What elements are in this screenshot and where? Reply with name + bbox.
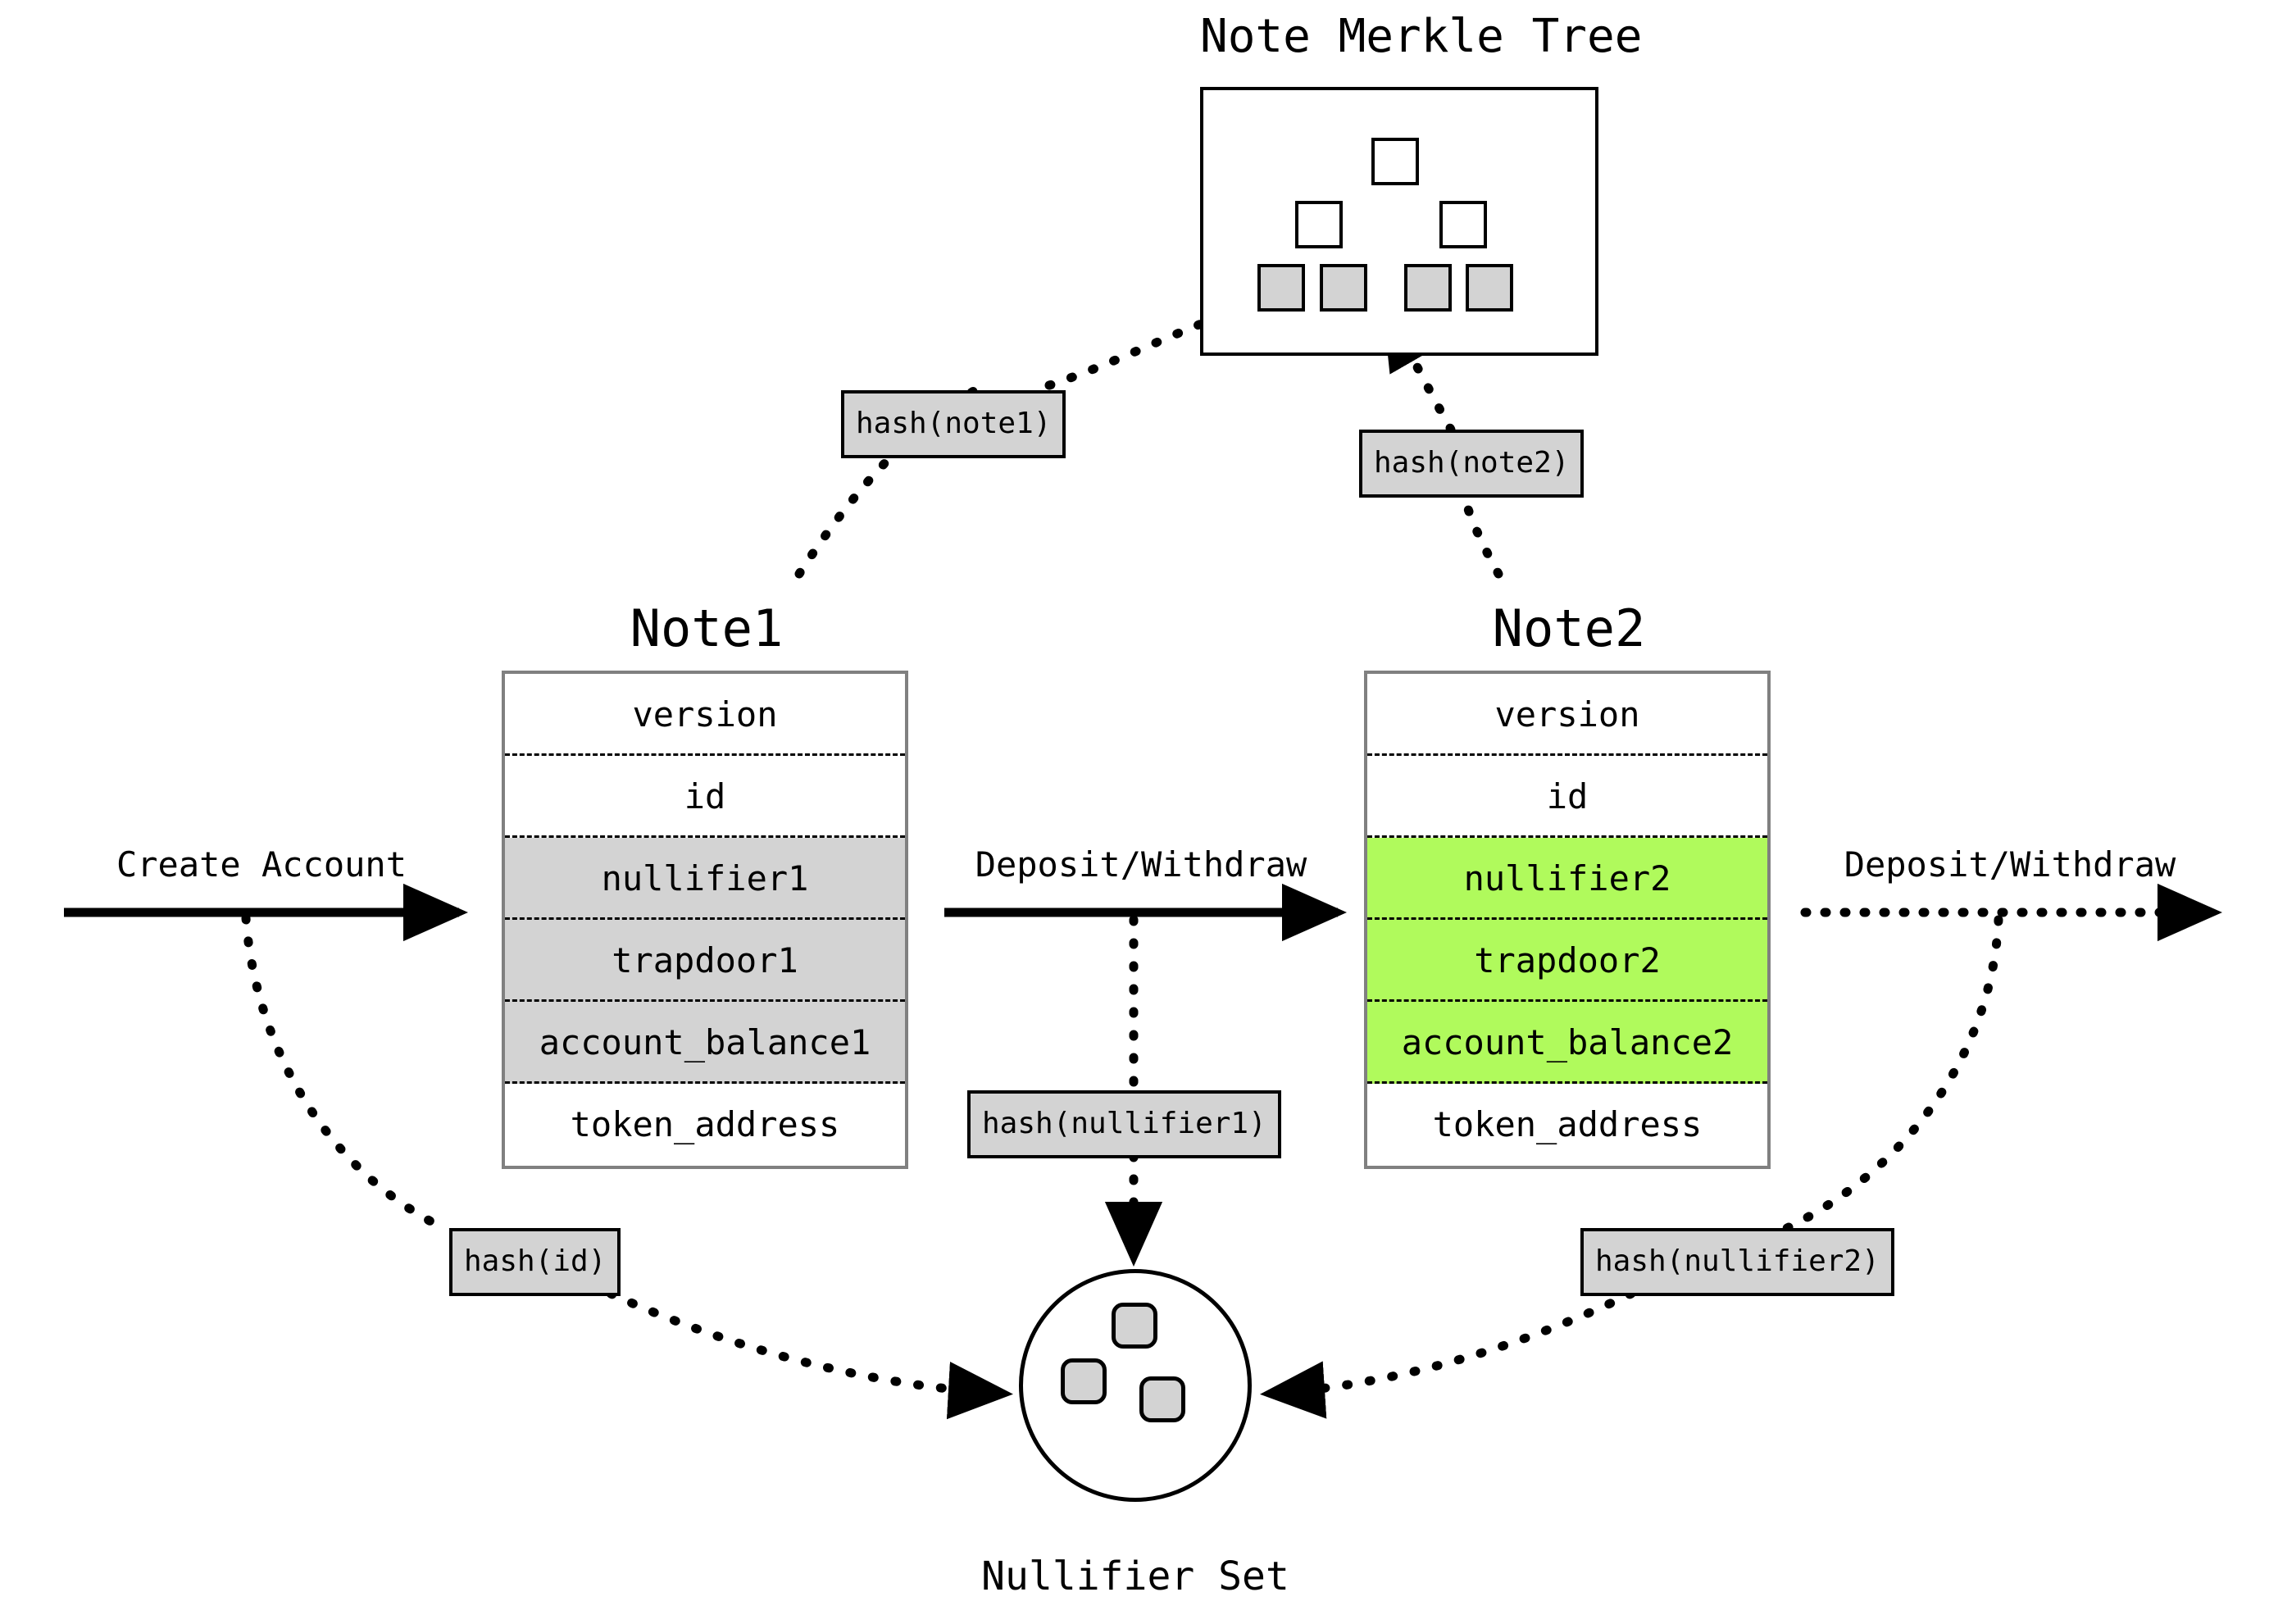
nullifier-set-circle [1019, 1269, 1252, 1502]
chip-hash-id: hash(id) [449, 1228, 621, 1296]
chip-hash-nullifier2: hash(nullifier2) [1580, 1228, 1894, 1296]
merkle-node-branch-1 [1439, 201, 1487, 248]
merkle-node-root [1371, 138, 1419, 185]
merkle-node-leaf-1 [1320, 264, 1367, 312]
flow-label-deposit-withdraw-2: Deposit/Withdraw [1844, 844, 2176, 885]
note2-table: version id nullifier2 trapdoor2 account_… [1364, 671, 1771, 1169]
note1-table: version id nullifier1 trapdoor1 account_… [502, 671, 908, 1169]
edge-deposit2-to-hashnullifier2 [1782, 915, 2003, 1233]
merkle-tree-box [1200, 87, 1598, 356]
note2-row-nullifier: nullifier2 [1367, 838, 1767, 920]
note1-row-version: version [505, 674, 905, 756]
nullifier-set-item-1 [1061, 1358, 1107, 1404]
nullifier-set-item-0 [1112, 1303, 1157, 1349]
note1-row-account-balance: account_balance1 [505, 1002, 905, 1084]
edge-note2-to-merkle-tail [1458, 489, 1503, 579]
chip-hash-note1: hash(note1) [841, 390, 1066, 458]
note1-row-trapdoor: trapdoor1 [505, 920, 905, 1002]
edge-hashid-to-nullifierset [606, 1289, 1013, 1420]
chip-hash-nullifier1: hash(nullifier1) [967, 1090, 1281, 1158]
edge-hashnullifier2-to-nullifierset [1260, 1289, 1636, 1419]
merkle-tree-title: Note Merkle Tree [1200, 10, 1643, 63]
note1-row-id: id [505, 756, 905, 838]
note1-row-token-address: token_address [505, 1084, 905, 1166]
merkle-node-leaf-0 [1257, 264, 1305, 312]
note2-title: Note2 [1492, 598, 1646, 658]
note2-row-id: id [1367, 756, 1767, 838]
flow-label-create-account: Create Account [116, 844, 407, 885]
merkle-node-leaf-2 [1404, 264, 1452, 312]
merkle-node-leaf-3 [1466, 264, 1513, 312]
chip-hash-note2: hash(note2) [1359, 430, 1585, 498]
merkle-node-branch-0 [1295, 201, 1343, 248]
note1-row-nullifier: nullifier1 [505, 838, 905, 920]
note2-row-account-balance: account_balance2 [1367, 1002, 1767, 1084]
nullifier-set-item-2 [1139, 1376, 1185, 1422]
note2-row-trapdoor: trapdoor2 [1367, 920, 1767, 1002]
nullifier-set-title: Nullifier Set [981, 1553, 1289, 1599]
note2-row-token-address: token_address [1367, 1084, 1767, 1166]
flow-label-deposit-withdraw-1: Deposit/Withdraw [975, 844, 1307, 885]
note1-title: Note1 [630, 598, 784, 658]
note2-row-version: version [1367, 674, 1767, 756]
edge-createaccount-to-hashid [241, 913, 452, 1235]
